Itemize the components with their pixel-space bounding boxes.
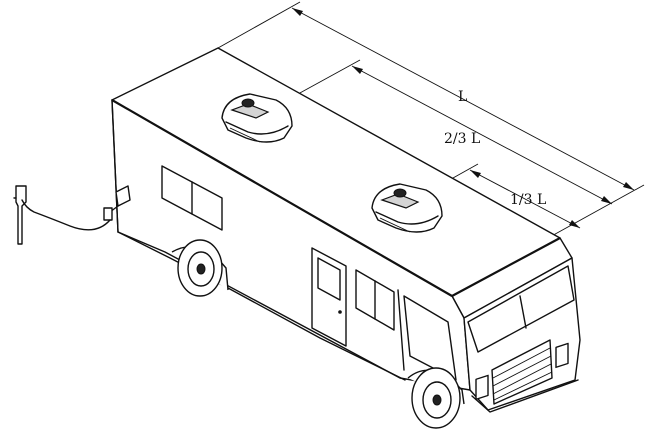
power-pedestal (15, 185, 27, 245)
dimension-line-two-thirds (351, 65, 613, 205)
rear-hub (196, 263, 206, 275)
grille-slat (492, 347, 551, 379)
ac-vent (230, 103, 270, 119)
shore-power-connection (13, 185, 131, 245)
ac-intake-icon (241, 98, 255, 108)
arrow-head (470, 170, 481, 178)
grille-slat (493, 371, 553, 401)
grille-slat (492, 363, 552, 395)
front-roof-air-conditioner (221, 93, 293, 143)
rv-body (111, 47, 581, 413)
dimension-line-l (291, 7, 635, 191)
front-grille (491, 339, 553, 405)
front-wheel (407, 367, 465, 429)
arrow-head (601, 196, 612, 204)
rear-wheel (171, 239, 229, 297)
arrow-head (292, 8, 303, 16)
dimension-line-one-third (469, 169, 581, 229)
ac-shadow-line (379, 217, 411, 233)
arrow-head (352, 66, 363, 74)
dimension-label-two-thirds: 2/3 L (444, 131, 480, 147)
rear-edge (111, 99, 119, 233)
front-bumper (471, 379, 579, 413)
windshield (467, 265, 575, 353)
dimension-lines: L 2/3 L 1/3 L (217, 1, 645, 239)
dimension-label-one-third: 1/3 L (510, 192, 546, 208)
windshield-divider (519, 295, 527, 329)
front-hub (432, 394, 442, 406)
inlet-socket (103, 207, 113, 221)
ac-unit-base-line (375, 211, 439, 225)
arrow-head (569, 220, 580, 228)
ac-unit-base-line (225, 121, 289, 135)
roof-front-edge (451, 237, 561, 297)
rear-roof-air-conditioner (371, 183, 443, 233)
extension-line-front (547, 184, 645, 239)
grille-slat (492, 355, 552, 387)
cab-door-line (397, 289, 405, 371)
dimension-label-l: L (458, 89, 467, 105)
power-inlet-box (115, 185, 131, 207)
entry-door[interactable] (311, 247, 347, 347)
arrow-head (623, 182, 634, 190)
ac-shadow-line (229, 127, 261, 143)
ac-intake-icon (393, 188, 407, 198)
door-window (317, 257, 341, 301)
right-headlight (555, 342, 569, 369)
roof-edge (111, 99, 453, 297)
power-cable (21, 199, 111, 231)
left-headlight (475, 374, 489, 401)
ac-vent (380, 193, 420, 209)
extension-line-rear (217, 1, 301, 49)
door-handle[interactable] (338, 310, 342, 314)
